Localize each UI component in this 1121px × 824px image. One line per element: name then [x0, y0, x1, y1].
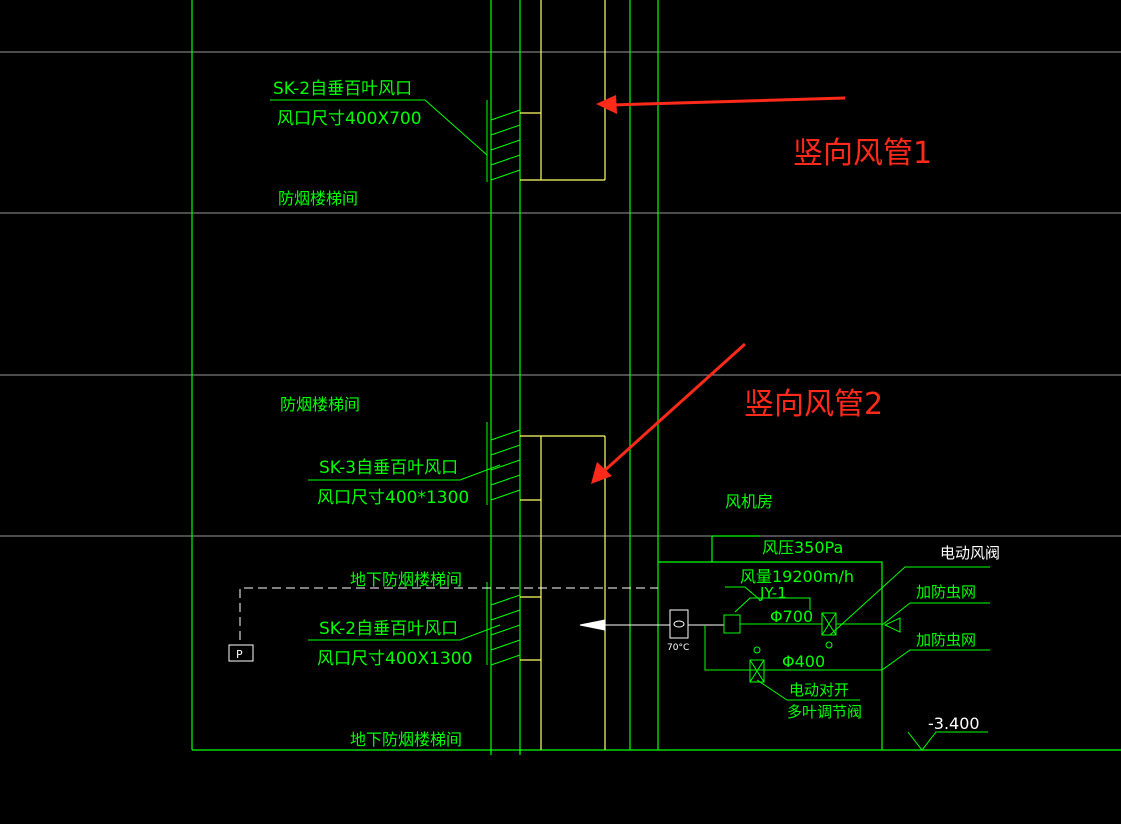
label-size-sk3: 风口尺寸400*1300 — [317, 488, 469, 508]
leader-insect-1 — [881, 602, 990, 626]
label-p-box: P — [236, 648, 243, 661]
leader-sk2-top — [270, 99, 488, 156]
labels: SK-2自垂百叶风口 风口尺寸400X700 防烟楼梯间 防烟楼梯间 SK-3自… — [236, 79, 1000, 749]
fan-system — [579, 597, 901, 683]
arrow-1-head — [596, 95, 617, 114]
leader-sk2-bottom — [308, 624, 501, 641]
leader-sk3 — [308, 464, 501, 481]
p-box — [228, 644, 254, 662]
label-elevation: -3.400 — [928, 714, 980, 733]
fan-unit — [723, 614, 741, 634]
intake-arrow — [883, 617, 901, 633]
dashed-run — [228, 587, 658, 662]
arrow-1-shaft — [611, 96, 846, 107]
label-stair-2: 防烟楼梯间 — [280, 395, 360, 414]
label-size-bottom: 风口尺寸400X1300 — [317, 649, 472, 669]
label-insect-screen-1: 加防虫网 — [916, 583, 976, 601]
elevation-marker — [907, 731, 988, 751]
label-basement-stair-1: 地下防烟楼梯间 — [350, 570, 462, 589]
arrow-2-head — [591, 462, 612, 484]
fire-damper-symbol — [673, 620, 685, 628]
vertical-ducts — [520, 0, 606, 750]
label-sk2-top: SK-2自垂百叶风口 — [273, 79, 412, 99]
annotation-duct-2: 竖向风管2 — [744, 387, 883, 422]
label-duct-400: Φ400 — [782, 652, 825, 671]
louver-hatches — [486, 100, 521, 666]
annotation-duct-1: 竖向风管1 — [793, 136, 932, 171]
label-size-top: 风口尺寸400X700 — [277, 109, 422, 129]
leader-insect-2 — [881, 649, 990, 671]
opposed-blade-damper — [749, 659, 765, 683]
flow-arrow — [579, 619, 606, 631]
label-airflow: 风量19200m/h — [740, 567, 854, 586]
label-electric-damper: 电动风阀 — [940, 544, 1000, 562]
red-arrows — [591, 95, 846, 484]
louver-bottom — [486, 582, 521, 666]
leader-lines — [270, 99, 990, 701]
label-sk2-bottom: SK-2自垂百叶风口 — [319, 619, 458, 639]
label-fan-room: 风机房 — [725, 492, 773, 511]
floor-lines — [0, 51, 1121, 537]
label-sk3: SK-3自垂百叶风口 — [319, 458, 458, 478]
louver-top — [486, 100, 521, 182]
label-fire-damper-temp: 70°C — [667, 643, 689, 653]
leader-electric-damper — [829, 566, 990, 636]
label-pressure: 风压350Pa — [762, 538, 843, 557]
fan-room-outline — [658, 561, 883, 750]
label-basement-stair-2: 地下防烟楼梯间 — [350, 730, 462, 749]
label-fan-id: JY-1 — [759, 584, 787, 602]
label-opposed-1: 电动对开 — [789, 681, 849, 699]
louver-mid — [486, 422, 521, 505]
bypass-line — [704, 625, 882, 671]
leader-opposed — [756, 679, 860, 701]
label-insect-screen-2: 加防虫网 — [916, 631, 976, 649]
fire-damper — [669, 609, 689, 639]
label-opposed-2: 多叶调节阀 — [787, 703, 862, 721]
label-stair-1: 防烟楼梯间 — [278, 189, 358, 208]
arrow-2-shaft — [601, 342, 747, 474]
label-duct-700: Φ700 — [770, 607, 813, 626]
leader-airflow — [725, 586, 761, 601]
